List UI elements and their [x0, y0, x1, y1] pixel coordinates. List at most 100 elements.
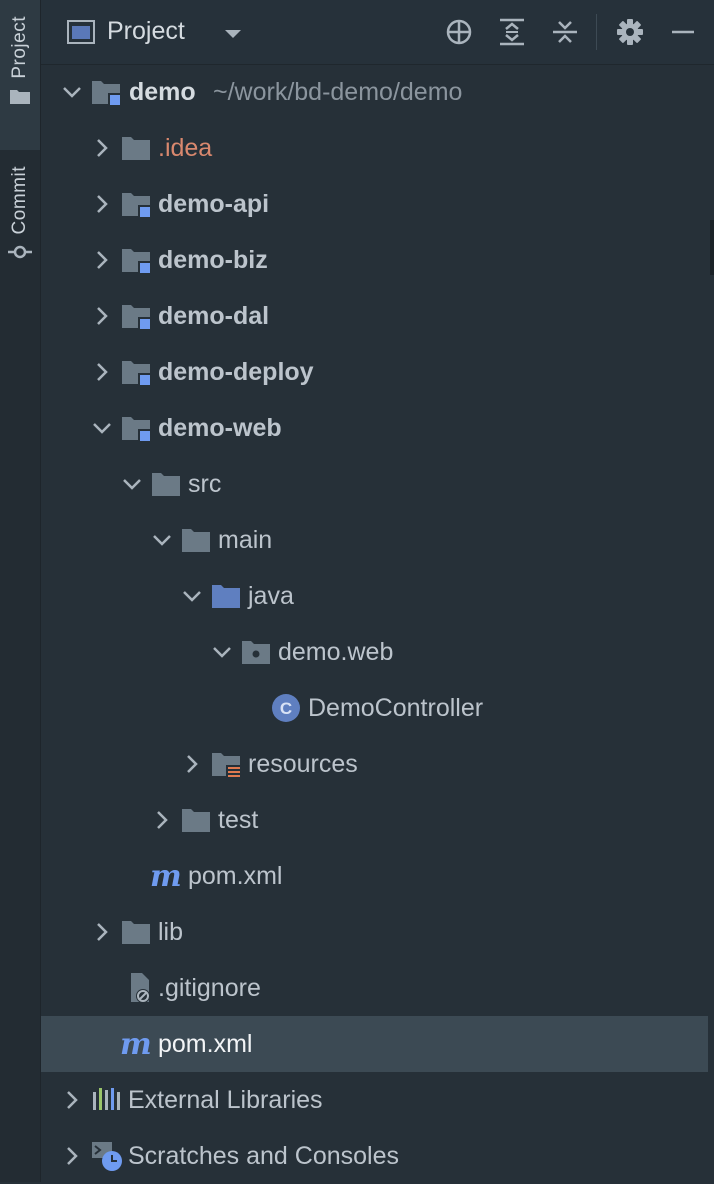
commit-tab-label: Commit: [9, 166, 30, 235]
svg-text:C: C: [280, 699, 292, 718]
tree-label: demo-deploy: [158, 358, 314, 386]
tree-label: demo-api: [158, 190, 270, 218]
tree-node-java[interactable]: java: [41, 568, 708, 624]
chevron-right-icon[interactable]: [91, 137, 113, 159]
tree-label: lib: [158, 918, 184, 946]
tree-node-demo-web[interactable]: demo-web: [41, 400, 708, 456]
hide-icon[interactable]: [669, 18, 697, 46]
tree-label: DemoController: [308, 694, 484, 722]
project-tool-tab[interactable]: Project: [0, 0, 40, 150]
module-folder-icon: [122, 193, 151, 218]
tree-label: java: [248, 582, 294, 610]
project-panel: Project: [41, 0, 714, 1182]
toolbar-divider: [596, 14, 597, 50]
maven-icon: m: [120, 1028, 152, 1060]
svg-text:m: m: [120, 1028, 152, 1060]
root-path: ~/work/bd-demo/demo: [213, 78, 463, 106]
chevron-down-icon[interactable]: [61, 81, 83, 103]
module-folder-icon: [122, 249, 151, 274]
tree-label: External Libraries: [128, 1086, 323, 1114]
tree-label: Scratches and Consoles: [128, 1142, 399, 1170]
tree-node-web-pom[interactable]: m pom.xml: [41, 848, 708, 904]
gear-icon[interactable]: [616, 18, 644, 46]
folder-icon: [122, 921, 150, 944]
tree-node-test[interactable]: test: [41, 792, 708, 848]
module-folder-icon: [122, 361, 151, 386]
tree-node-package[interactable]: demo.web: [41, 624, 708, 680]
commit-icon: [8, 246, 32, 259]
tree-label: src: [188, 470, 222, 498]
tree-label: test: [218, 806, 259, 834]
chevron-right-icon[interactable]: [181, 753, 203, 775]
chevron-down-icon[interactable]: [151, 529, 173, 551]
collapse-all-icon[interactable]: [551, 18, 579, 46]
tree-node-demo-deploy[interactable]: demo-deploy: [41, 344, 708, 400]
tree-label: demo-web: [158, 414, 282, 442]
maven-icon: m: [150, 860, 182, 892]
chevron-right-icon[interactable]: [91, 921, 113, 943]
ignored-file-icon: [131, 973, 150, 1003]
expand-all-icon[interactable]: [498, 18, 526, 46]
chevron-right-icon[interactable]: [61, 1145, 83, 1167]
library-icon: [93, 1088, 120, 1110]
scrollbar[interactable]: [710, 220, 714, 275]
resources-folder-icon: [212, 753, 241, 779]
folder-icon: [182, 529, 210, 552]
folder-icon: [182, 809, 210, 832]
tree-node-scratches[interactable]: Scratches and Consoles: [41, 1128, 708, 1184]
chevron-down-icon[interactable]: [121, 473, 143, 495]
project-view-icon: [67, 20, 95, 44]
project-toolbar: Project: [41, 0, 714, 65]
tree-node-demo-api[interactable]: demo-api: [41, 176, 708, 232]
chevron-down-icon[interactable]: [211, 641, 233, 663]
tree-node-gitignore[interactable]: .gitignore: [41, 960, 708, 1016]
chevron-right-icon[interactable]: [151, 809, 173, 831]
chevron-down-icon[interactable]: [181, 585, 203, 607]
chevron-right-icon[interactable]: [91, 193, 113, 215]
commit-tool-tab[interactable]: Commit: [0, 160, 40, 290]
tool-window-stripe: Project Commit: [0, 0, 41, 1182]
tree-node-root-pom[interactable]: m pom.xml: [41, 1016, 708, 1072]
chevron-right-icon[interactable]: [91, 249, 113, 271]
tree-node-demo-dal[interactable]: demo-dal: [41, 288, 708, 344]
project-tab-label: Project: [9, 16, 30, 79]
tree-node-resources[interactable]: resources: [41, 736, 708, 792]
tree-label: resources: [248, 750, 358, 778]
source-folder-icon: [212, 585, 240, 608]
tree-label: .gitignore: [158, 974, 261, 1002]
tree-label: main: [218, 526, 273, 554]
svg-text:m: m: [150, 860, 182, 892]
scratches-icon: [92, 1142, 122, 1171]
chevron-down-icon: [225, 30, 241, 38]
view-selector[interactable]: Project: [67, 12, 247, 52]
module-folder-icon: [122, 305, 151, 330]
chevron-right-icon[interactable]: [91, 305, 113, 327]
chevron-right-icon[interactable]: [91, 361, 113, 383]
tree-node-demo[interactable]: demo ~/work/bd-demo/demo: [41, 64, 708, 120]
chevron-right-icon[interactable]: [61, 1089, 83, 1111]
tree-label: demo.web: [278, 638, 394, 666]
tree-node-main[interactable]: main: [41, 512, 708, 568]
module-folder-icon: [92, 81, 121, 106]
tree-label: .idea: [158, 134, 213, 162]
toolbar-title: Project: [107, 17, 185, 45]
folder-icon: [152, 473, 180, 496]
folder-icon: [10, 89, 30, 104]
locate-icon[interactable]: [445, 18, 473, 46]
tree-node-src[interactable]: src: [41, 456, 708, 512]
module-folder-icon: [122, 417, 151, 442]
folder-icon: [122, 137, 150, 160]
chevron-down-icon[interactable]: [91, 417, 113, 439]
tree-label: demo-biz: [158, 246, 268, 274]
tree-node-external-libraries[interactable]: External Libraries: [41, 1072, 708, 1128]
tree-node-lib[interactable]: lib: [41, 904, 708, 960]
tree-label: pom.xml: [158, 1030, 253, 1058]
tree-label: demo-dal: [158, 302, 270, 330]
package-icon: [242, 641, 270, 664]
tree-label: demo: [129, 78, 196, 106]
class-icon: C: [272, 694, 300, 722]
tree-label: pom.xml: [188, 862, 283, 890]
tree-node-demo-biz[interactable]: demo-biz: [41, 232, 708, 288]
tree-node-idea[interactable]: .idea: [41, 120, 708, 176]
tree-node-demo-controller[interactable]: C DemoController: [41, 680, 708, 736]
